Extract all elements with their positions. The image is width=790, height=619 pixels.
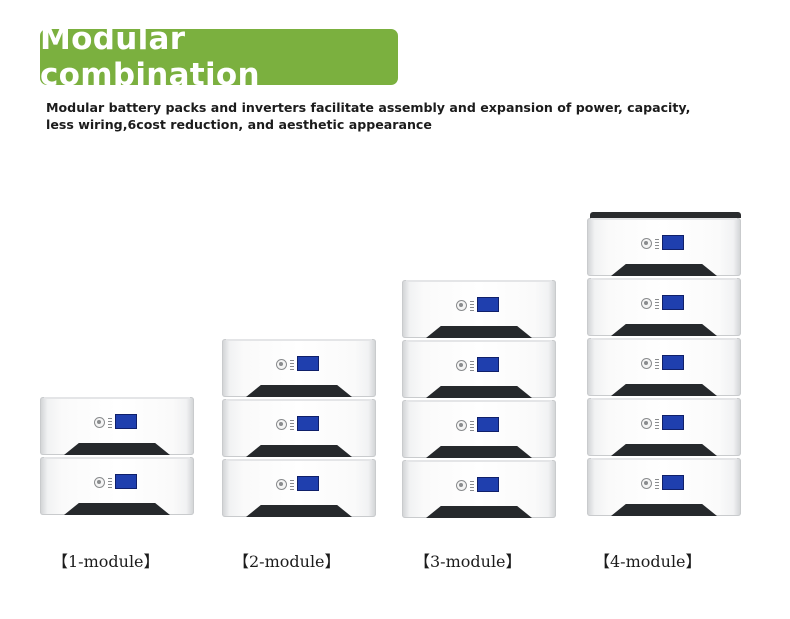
title-banner: Modular combination — [40, 21, 398, 93]
power-indicator-icon — [94, 417, 105, 428]
status-led-icon — [290, 420, 294, 430]
module-base — [246, 385, 352, 397]
status-led-icon — [470, 301, 474, 311]
battery-module — [402, 340, 556, 398]
status-led-icon — [470, 481, 474, 491]
module-base — [246, 505, 352, 517]
lcd-screen — [297, 416, 319, 431]
power-indicator-icon — [276, 359, 287, 370]
status-led-icon — [655, 419, 659, 429]
power-indicator-icon — [641, 418, 652, 429]
lcd-screen — [662, 295, 684, 310]
battery-module — [587, 218, 741, 276]
lcd-screen — [297, 476, 319, 491]
module-base — [611, 384, 717, 396]
status-led-icon — [108, 418, 112, 428]
status-led-icon — [655, 299, 659, 309]
module-base — [611, 504, 717, 516]
lcd-screen — [477, 477, 499, 492]
subtitle: Modular battery packs and inverters faci… — [46, 99, 746, 133]
battery-module — [587, 398, 741, 456]
module-base — [64, 503, 170, 515]
power-indicator-icon — [456, 300, 467, 311]
battery-module — [402, 280, 556, 338]
battery-module — [222, 399, 376, 457]
label-4-module: 【4-module】 — [594, 552, 702, 571]
status-led-icon — [470, 361, 474, 371]
lcd-screen — [662, 475, 684, 490]
module-base — [426, 386, 532, 398]
lcd-screen — [662, 415, 684, 430]
power-indicator-icon — [276, 419, 287, 430]
battery-module — [587, 338, 741, 396]
status-led-icon — [290, 360, 294, 370]
status-led-icon — [655, 239, 659, 249]
stack-top-cap — [590, 212, 741, 218]
battery-module — [40, 397, 194, 455]
battery-module — [222, 459, 376, 517]
power-indicator-icon — [276, 479, 287, 490]
power-indicator-icon — [94, 477, 105, 488]
label-2-module: 【2-module】 — [233, 552, 341, 571]
battery-module — [587, 458, 741, 516]
lcd-screen — [477, 357, 499, 372]
status-led-icon — [655, 479, 659, 489]
status-led-icon — [470, 421, 474, 431]
subtitle-line-2: less wiring,6cost reduction, and aesthet… — [46, 117, 432, 132]
lcd-screen — [115, 474, 137, 489]
power-indicator-icon — [456, 420, 467, 431]
lcd-screen — [662, 355, 684, 370]
lcd-screen — [477, 417, 499, 432]
module-base — [611, 324, 717, 336]
module-base — [426, 326, 532, 338]
module-base — [611, 444, 717, 456]
label-1-module: 【1-module】 — [52, 552, 160, 571]
lcd-screen — [297, 356, 319, 371]
power-indicator-icon — [641, 478, 652, 489]
status-led-icon — [655, 359, 659, 369]
subtitle-line-1: Modular battery packs and inverters faci… — [46, 100, 691, 115]
lcd-screen — [115, 414, 137, 429]
power-indicator-icon — [641, 298, 652, 309]
power-indicator-icon — [641, 358, 652, 369]
module-base — [611, 264, 717, 276]
battery-module — [587, 278, 741, 336]
label-3-module: 【3-module】 — [414, 552, 522, 571]
power-indicator-icon — [456, 360, 467, 371]
battery-module — [402, 460, 556, 518]
status-led-icon — [108, 478, 112, 488]
module-base — [64, 443, 170, 455]
battery-module — [222, 339, 376, 397]
status-led-icon — [290, 480, 294, 490]
lcd-screen — [662, 235, 684, 250]
lcd-screen — [477, 297, 499, 312]
power-indicator-icon — [456, 480, 467, 491]
module-base — [426, 506, 532, 518]
battery-module — [40, 457, 194, 515]
page-title: Modular combination — [40, 21, 260, 93]
battery-module — [402, 400, 556, 458]
power-indicator-icon — [641, 238, 652, 249]
module-base — [426, 446, 532, 458]
module-base — [246, 445, 352, 457]
